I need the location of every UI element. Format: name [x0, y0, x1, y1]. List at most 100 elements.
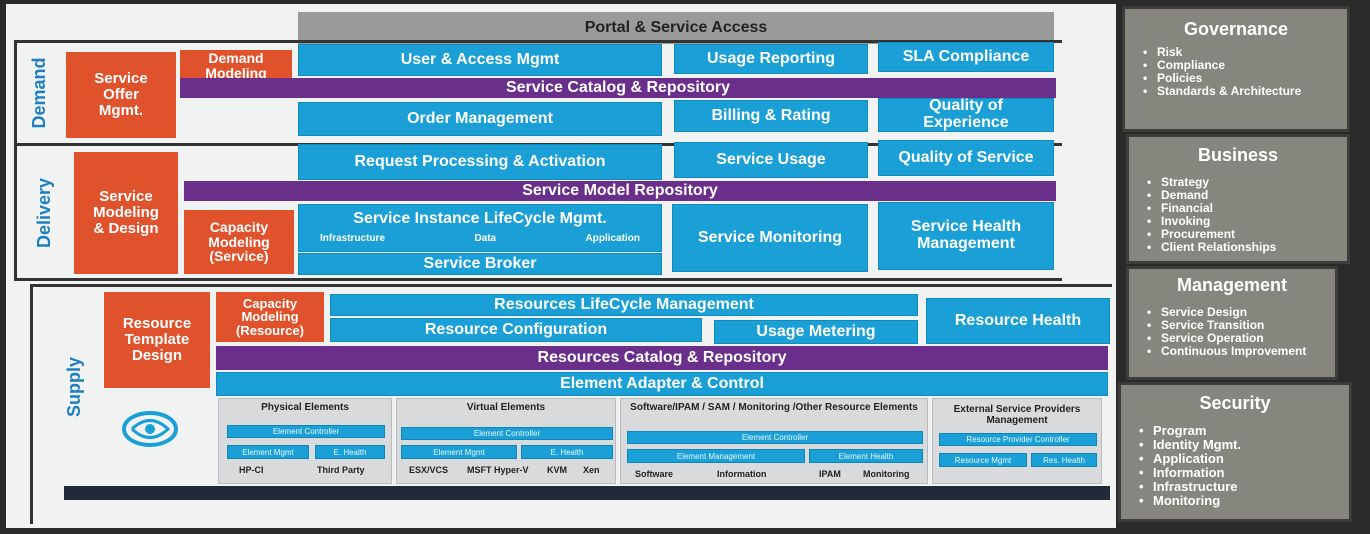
governance-item: Compliance — [1143, 58, 1347, 72]
governance-item: Policies — [1143, 71, 1347, 85]
virtual-label-hyperv: MSFT Hyper-V — [467, 465, 529, 475]
service-monitoring-box: Service Monitoring — [672, 204, 868, 272]
physical-mgmt: Element Mgmt — [227, 445, 309, 459]
business-list: Strategy Demand Financial Invoking Procu… — [1147, 176, 1347, 254]
row-label-supply: Supply — [63, 357, 84, 418]
bottom-band — [64, 486, 1110, 500]
service-usage-box: Service Usage — [674, 142, 868, 178]
demand-modeling-box: Demand Modeling — [180, 50, 292, 82]
resource-health-box: Resource Health — [926, 298, 1110, 344]
resources-lifecycle-box: Resources LifeCycle Management — [330, 294, 918, 316]
virtual-elements-title: Virtual Elements — [466, 402, 546, 413]
management-panel: Management Service Design Service Transi… — [1126, 266, 1338, 380]
portal-header: Portal & Service Access — [298, 12, 1054, 44]
governance-title: Governance — [1183, 19, 1289, 39]
service-broker-box: Service Broker — [298, 253, 662, 275]
lifecycle-box: Service Instance LifeCycle Mgmt. Infrast… — [298, 204, 662, 252]
external-providers-group: External Service Providers Management Re… — [932, 398, 1102, 484]
virtual-label-xen: Xen — [583, 465, 600, 475]
supply-row-frame — [30, 284, 1112, 524]
software-label-ipam: IPAM — [819, 469, 841, 479]
business-panel: Business Strategy Demand Financial Invok… — [1126, 134, 1350, 264]
virtual-elements-group: Virtual Elements Element Controller Elem… — [396, 398, 616, 484]
software-elements-group: Software/IPAM / SAM / Monitoring /Other … — [620, 398, 928, 484]
security-item: Identity Mgmt. — [1139, 437, 1349, 452]
management-list: Service Design Service Transition Servic… — [1147, 306, 1335, 358]
order-management-box: Order Management — [298, 102, 662, 136]
governance-item: Risk — [1143, 46, 1347, 59]
software-label-monitoring: Monitoring — [863, 469, 910, 479]
capacity-modeling-resource-box: Capacity Modeling (Resource) — [216, 292, 324, 342]
service-health-box: Service Health Management — [878, 202, 1054, 270]
security-title: Security — [1199, 393, 1271, 413]
business-item: Financial — [1147, 201, 1347, 215]
service-model-repo-bar: Service Model Repository — [184, 181, 1056, 201]
qoe-box: Quality of Experience — [878, 97, 1054, 132]
software-label-software: Software — [635, 469, 674, 479]
user-access-box: User & Access Mgmt — [298, 44, 662, 76]
service-catalog-bar: Service Catalog & Repository — [180, 78, 1056, 98]
external-mgmt: Resource Mgmt — [939, 453, 1027, 467]
governance-panel: Governance Risk Compliance Policies Stan… — [1122, 6, 1350, 132]
security-item: Application — [1139, 452, 1349, 467]
lifecycle-infrastructure-label: Infrastructure — [320, 232, 386, 244]
management-title: Management — [1176, 275, 1288, 295]
business-item: Procurement — [1147, 227, 1347, 241]
virtual-health: E. Health — [521, 445, 613, 459]
row-label-demand: Demand — [28, 57, 49, 129]
portal-title: Portal & Service Access — [584, 19, 768, 36]
element-adapter-bar: Element Adapter & Control — [216, 372, 1108, 396]
physical-label-third-party: Third Party — [317, 465, 365, 475]
swirl-logo-icon — [120, 410, 180, 448]
external-controller: Resource Provider Controller — [939, 433, 1097, 446]
security-item: Infrastructure — [1139, 480, 1349, 495]
qos-box: Quality of Service — [878, 140, 1054, 176]
management-item: Service Design — [1147, 306, 1335, 319]
lifecycle-application-label: Application — [585, 232, 640, 244]
business-item: Invoking — [1147, 214, 1347, 228]
resources-catalog-bar: Resources Catalog & Repository — [216, 346, 1108, 370]
capacity-modeling-service-box: Capacity Modeling (Service) — [184, 210, 294, 274]
governance-item: Standards & Architecture — [1143, 84, 1347, 98]
physical-label-hpci: HP-CI — [239, 465, 264, 475]
usage-metering-box: Usage Metering — [714, 320, 918, 344]
usage-reporting-box: Usage Reporting — [674, 44, 868, 74]
software-controller: Element Controller — [627, 431, 923, 444]
business-title: Business — [1197, 145, 1279, 165]
management-item: Continuous Improvement — [1147, 344, 1335, 358]
business-item: Strategy — [1147, 176, 1347, 189]
service-modeling-box: Service Modeling & Design — [74, 152, 178, 274]
sla-compliance-box: SLA Compliance — [878, 42, 1054, 72]
business-item: Client Relationships — [1147, 240, 1347, 254]
security-panel: Security Program Identity Mgmt. Applicat… — [1118, 382, 1352, 522]
management-item: Service Transition — [1147, 318, 1335, 332]
physical-elements-group: Physical Elements Element Controller Ele… — [218, 398, 392, 484]
security-item: Monitoring — [1139, 494, 1349, 509]
software-label-information: Information — [717, 469, 767, 479]
virtual-controller: Element Controller — [401, 427, 613, 440]
software-elements-title: Software/IPAM / SAM / Monitoring /Other … — [630, 402, 918, 413]
external-providers-title: External Service Providers Management — [953, 404, 1081, 426]
management-item: Service Operation — [1147, 331, 1335, 345]
governance-list: Risk Compliance Policies Standards & Arc… — [1143, 46, 1347, 98]
physical-controller: Element Controller — [227, 425, 385, 438]
resource-configuration-box: Resource Configuration — [330, 318, 702, 342]
virtual-label-esx: ESX/VCS — [409, 465, 449, 475]
row-label-delivery: Delivery — [33, 177, 54, 249]
physical-health: E. Health — [315, 445, 385, 459]
request-processing-box: Request Processing & Activation — [298, 144, 662, 180]
business-item: Demand — [1147, 188, 1347, 202]
security-list: Program Identity Mgmt. Application Infor… — [1139, 423, 1349, 509]
security-item: Program — [1139, 423, 1349, 438]
demand-row-frame — [14, 40, 1062, 146]
virtual-mgmt: Element Mgmt — [401, 445, 517, 459]
resource-template-box: Resource Template Design — [104, 292, 210, 388]
service-offer-box: Service Offer Mgmt. — [66, 52, 176, 138]
physical-elements-title: Physical Elements — [261, 402, 349, 413]
lifecycle-data-label: Data — [474, 232, 497, 244]
external-health: Res. Health — [1031, 453, 1097, 467]
billing-rating-box: Billing & Rating — [674, 100, 868, 132]
software-mgmt: Element Management — [627, 449, 805, 463]
security-item: Information — [1139, 466, 1349, 481]
software-health: Element Health — [809, 449, 923, 463]
